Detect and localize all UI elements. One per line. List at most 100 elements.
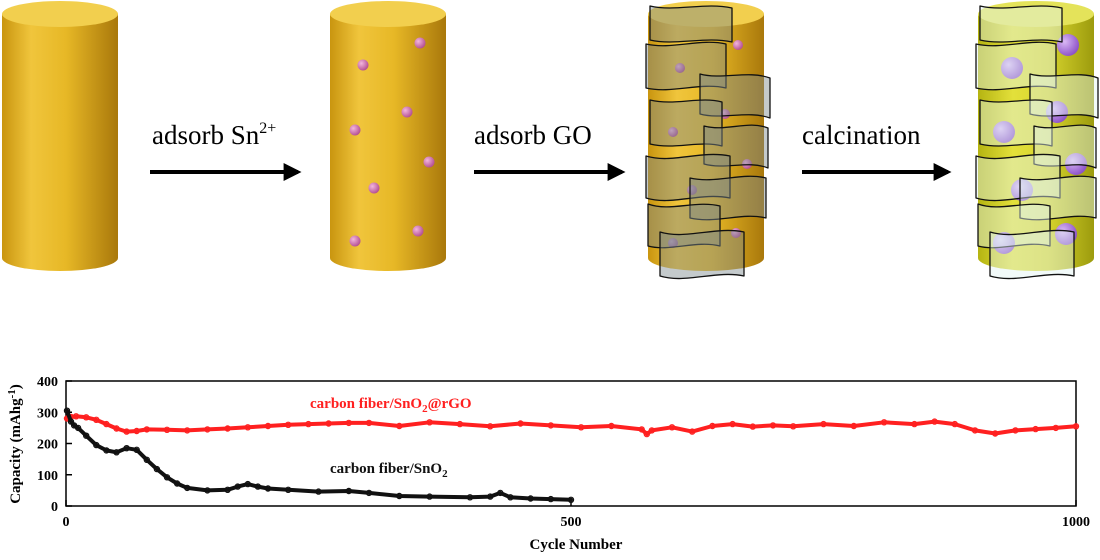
x-tick-label: 1000 xyxy=(1062,515,1090,530)
data-point xyxy=(709,422,716,430)
data-point xyxy=(183,484,191,492)
plot-frame xyxy=(65,380,1077,507)
y-tick-label: 400 xyxy=(37,375,58,390)
sno2-rgo-cylinder xyxy=(975,1,1099,280)
data-point xyxy=(547,422,555,429)
go-wrapped-cylinder xyxy=(645,1,771,280)
data-point xyxy=(497,489,504,497)
data-point xyxy=(729,420,736,428)
data-point xyxy=(396,422,403,430)
y-axis-label: Capacity (mAhg-1) xyxy=(6,384,24,504)
data-point xyxy=(204,487,211,494)
data-point xyxy=(643,430,651,438)
data-point xyxy=(113,449,120,456)
legend-label-sno2: carbon fiber/SnO2 xyxy=(330,461,448,480)
step-label-adsorb-go: adsorb GO xyxy=(474,120,592,150)
data-point xyxy=(648,427,656,434)
data-point xyxy=(507,494,514,501)
data-point xyxy=(173,480,181,487)
data-point xyxy=(63,407,71,414)
data-point xyxy=(163,474,171,481)
series-line xyxy=(65,414,1078,437)
data-point xyxy=(74,424,82,432)
data-point xyxy=(82,414,90,421)
data-point xyxy=(67,418,75,425)
step-label-calcination: calcination xyxy=(802,120,921,150)
y-tick-label: 100 xyxy=(37,469,58,484)
data-point xyxy=(345,419,352,427)
sn-particles-under-go xyxy=(668,40,752,248)
series-sno2 xyxy=(63,407,575,503)
data-point xyxy=(143,456,150,463)
data-point xyxy=(325,420,332,427)
data-point xyxy=(93,441,100,449)
data-point xyxy=(1032,425,1039,433)
data-point xyxy=(123,445,130,452)
data-point xyxy=(285,421,292,428)
step-label-adsorb-sn: adsorb Sn2+ xyxy=(152,120,276,150)
data-point xyxy=(466,494,474,501)
data-point xyxy=(527,495,534,502)
data-point xyxy=(689,428,696,435)
sn-particles xyxy=(349,37,435,247)
adsorb-sn-step: adsorb Sn2+ xyxy=(150,120,302,181)
data-point xyxy=(517,420,524,427)
data-point xyxy=(224,486,231,493)
data-point xyxy=(234,483,241,490)
data-point xyxy=(487,423,494,430)
data-point xyxy=(567,496,575,503)
data-point xyxy=(749,423,757,430)
data-point xyxy=(790,423,797,430)
y-tick-label: 200 xyxy=(37,438,58,453)
data-point xyxy=(113,425,120,432)
data-point xyxy=(850,422,858,430)
sn-adsorbed-cylinder xyxy=(330,1,446,271)
data-point xyxy=(254,483,262,490)
data-point xyxy=(547,495,555,503)
calcination-step: calcination xyxy=(802,120,952,181)
x-tick-label: 500 xyxy=(561,515,582,530)
data-point xyxy=(668,424,676,431)
chart-series xyxy=(63,407,1080,503)
data-point xyxy=(608,422,615,430)
data-point xyxy=(82,432,90,439)
data-point xyxy=(396,492,403,500)
data-point xyxy=(487,493,494,500)
carbon-fiber-cylinder xyxy=(2,1,118,271)
data-point xyxy=(224,425,231,432)
data-point xyxy=(1012,427,1019,434)
y-tick-label: 300 xyxy=(37,406,58,421)
adsorb-go-step: adsorb GO xyxy=(474,120,626,181)
go-sheets xyxy=(645,5,771,280)
data-point xyxy=(264,422,272,430)
data-point xyxy=(911,420,918,428)
data-point xyxy=(345,487,352,495)
data-point xyxy=(365,489,373,497)
data-point xyxy=(183,427,191,434)
data-point xyxy=(769,422,777,429)
sno2-particles xyxy=(993,34,1087,254)
data-point xyxy=(204,426,211,433)
data-point xyxy=(244,480,251,488)
data-point xyxy=(305,420,312,428)
data-point xyxy=(1072,423,1080,430)
data-point xyxy=(931,418,938,425)
data-point xyxy=(133,427,140,435)
data-point xyxy=(103,420,110,428)
series-sno2-rgo xyxy=(63,413,1080,438)
data-point xyxy=(880,419,888,426)
rgo-sheets xyxy=(975,5,1099,280)
data-point xyxy=(93,416,100,423)
data-point xyxy=(153,465,161,473)
data-point xyxy=(133,446,140,453)
data-point xyxy=(72,413,80,420)
series-line xyxy=(65,408,573,502)
data-point xyxy=(123,428,130,435)
x-tick-label: 0 xyxy=(63,515,70,530)
data-point xyxy=(992,430,999,437)
data-point xyxy=(426,419,433,426)
data-point xyxy=(315,488,322,495)
data-point xyxy=(244,424,251,431)
data-point xyxy=(285,486,292,493)
